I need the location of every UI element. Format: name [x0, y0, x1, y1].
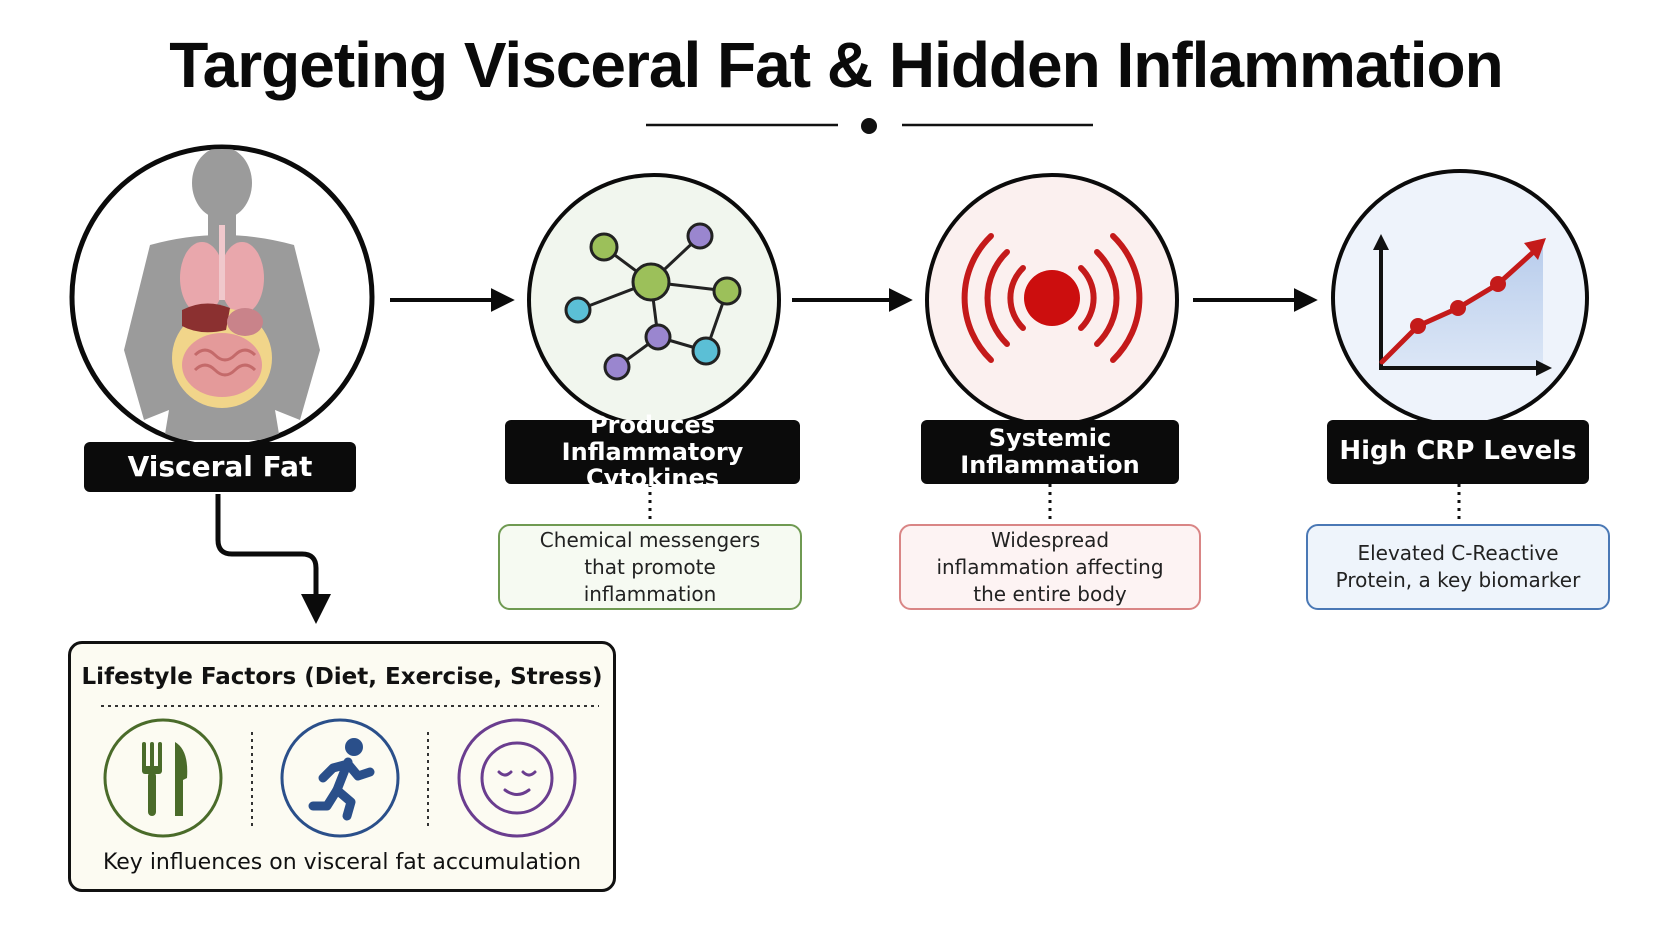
- running-person-icon: [280, 718, 400, 838]
- label-systemic-inflammation: Systemic Inflammation: [921, 420, 1179, 484]
- label-cytokines: Produces Inflammatory Cytokines: [505, 411, 800, 492]
- label-visceral-fat: Visceral Fat: [84, 442, 356, 492]
- arrow-to-lifestyle: [215, 494, 331, 624]
- title-divider: [646, 118, 1093, 134]
- lifestyle-title: Lifestyle Factors (Diet, Exercise, Stres…: [81, 664, 603, 690]
- fork-knife-icon: [103, 718, 223, 838]
- desc-high-crp: Elevated C-Reactive Protein, a key bioma…: [1306, 524, 1610, 610]
- lifestyle-factors-box: Lifestyle Factors (Diet, Exercise, Stres…: [68, 641, 616, 892]
- lifestyle-footer: Key influences on visceral fat accumulat…: [102, 850, 582, 875]
- desc-cytokines: Chemical messengers that promote inflamm…: [498, 524, 802, 610]
- page-title: Targeting Visceral Fat & Hidden Inflamma…: [169, 29, 1503, 101]
- molecule-network-icon: [527, 173, 781, 427]
- calm-face-icon: [457, 718, 577, 838]
- body-organs-icon: [69, 144, 375, 450]
- rising-chart-icon: [1331, 169, 1589, 427]
- label-high-crp: High CRP Levels: [1327, 420, 1589, 484]
- lifestyle-icons: [101, 705, 599, 838]
- desc-systemic-inflammation: Widespread inflammation affecting the en…: [899, 524, 1201, 610]
- inflammation-signal-icon: [925, 173, 1179, 427]
